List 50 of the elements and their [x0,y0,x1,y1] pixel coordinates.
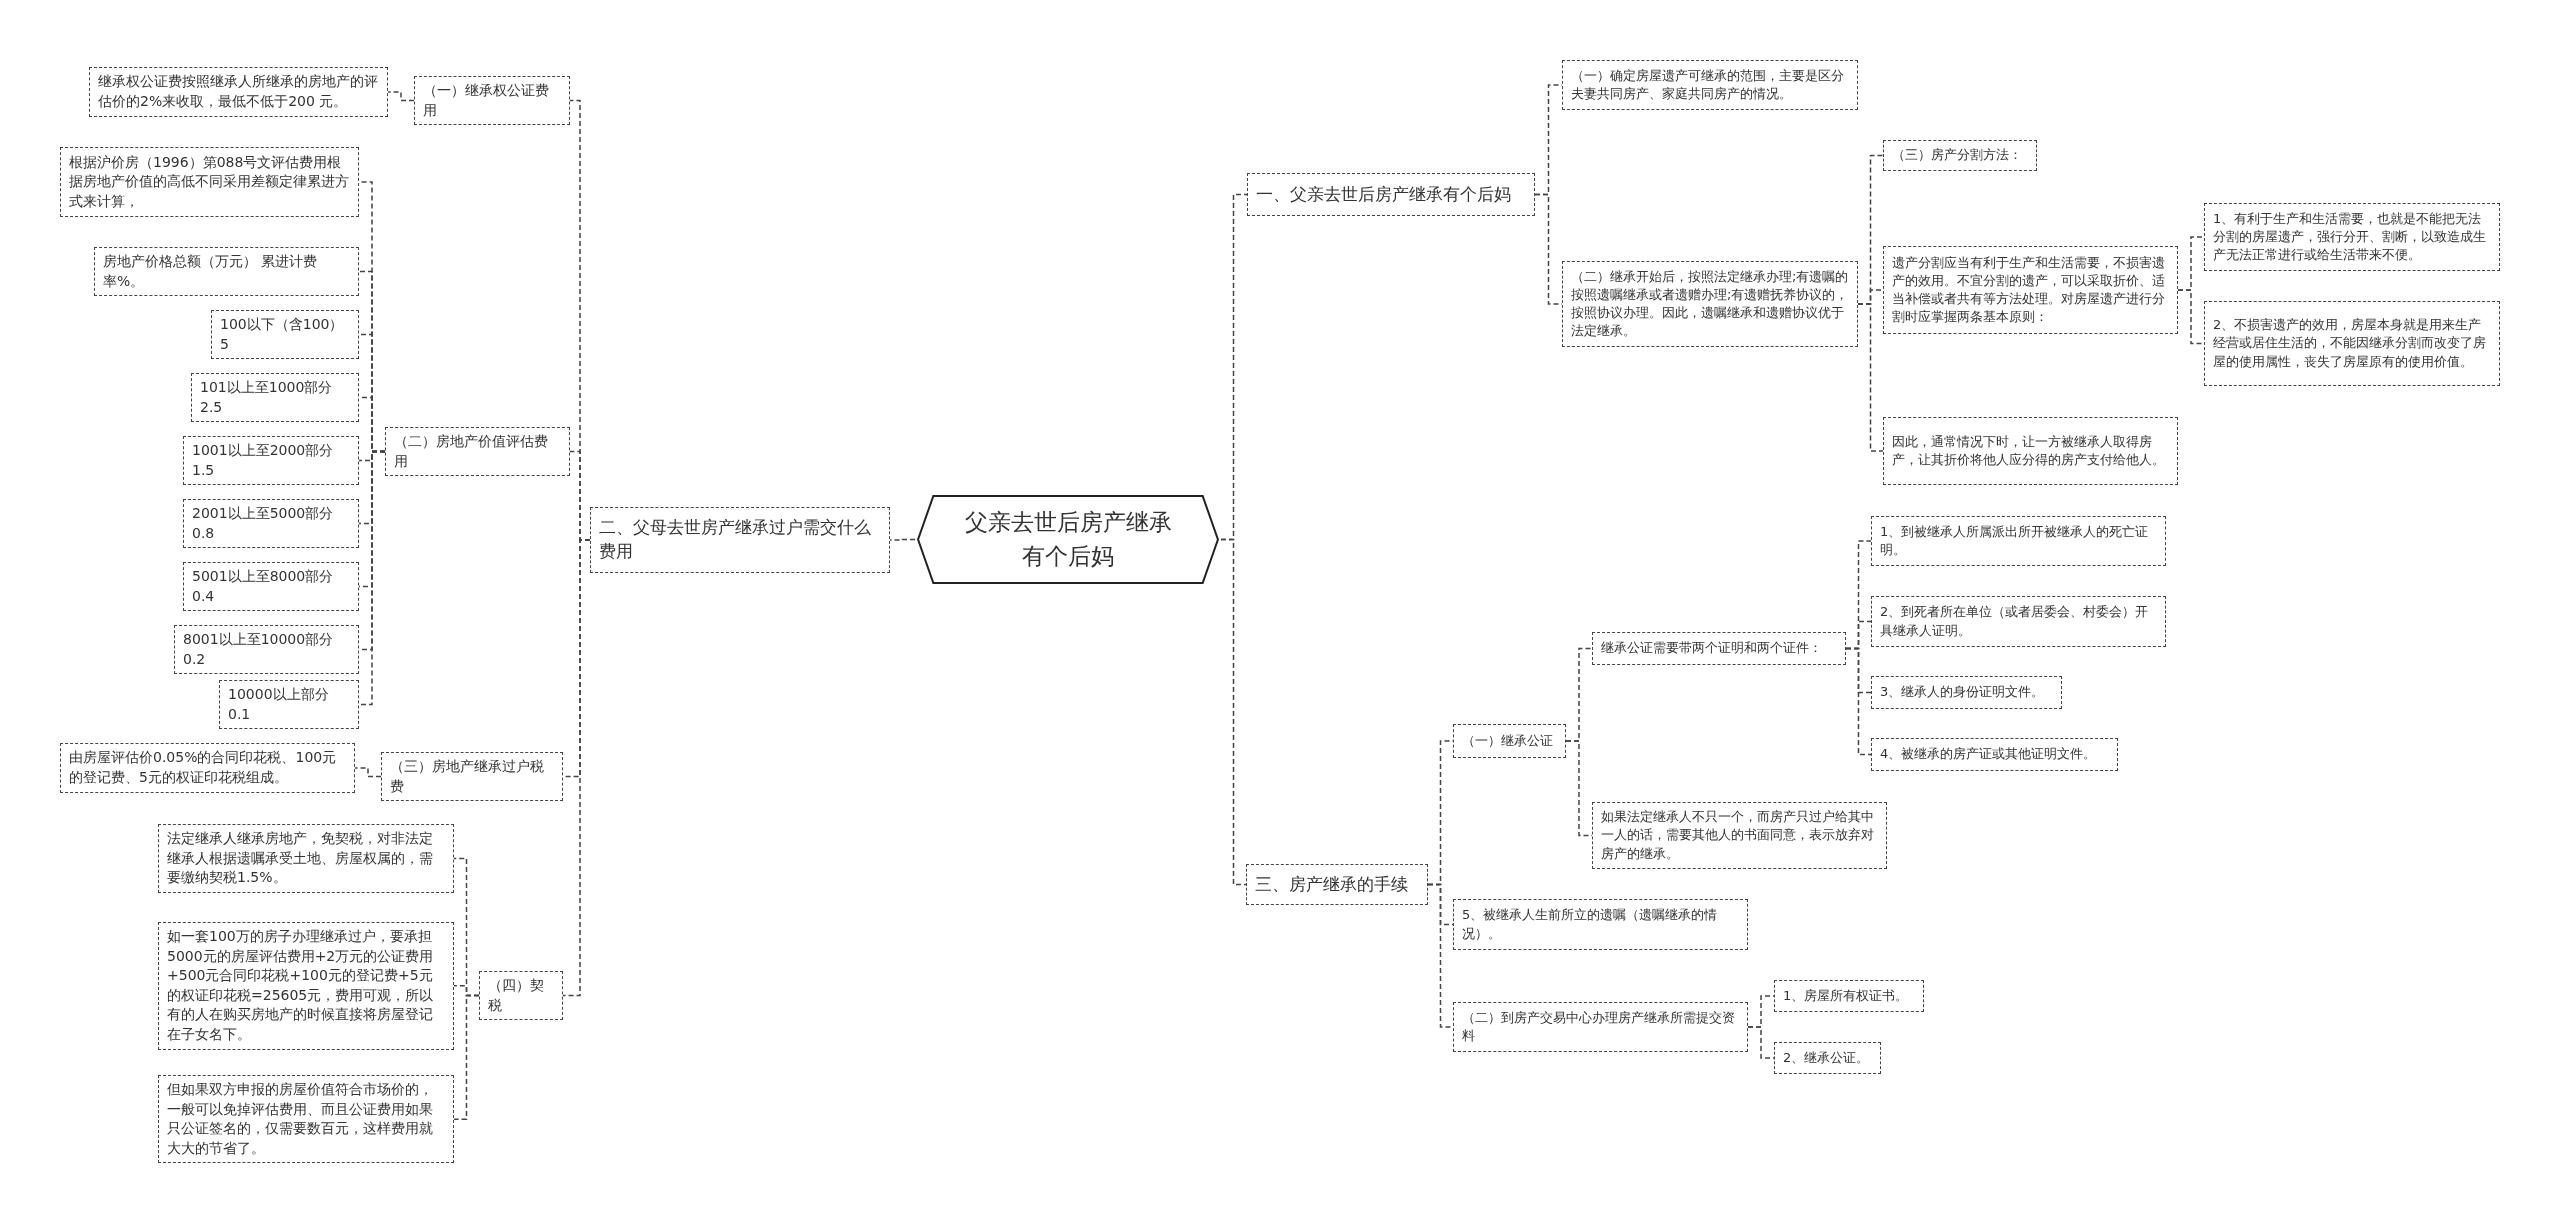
topic-box: 如一套100万的房子办理继承过户，要承担5000元的房屋评估费用+2万元的公证费用+500元合同印花税+100元的登记费+5元的权证印花税=25605元，费用可观，所以有的人在购买房地产的时候直接将房屋登记在子女名下。 [158,922,454,1050]
topic-box: 5、被继承人生前所立的遗嘱（遗嘱继承的情况）。 [1453,899,1748,950]
topic-box: 如果法定继承人不只一个，而房产只过户给其中一人的话，需要其他人的书面同意，表示放弃对房产的继承。 [1592,802,1887,869]
topic-box: （一）确定房屋遗产可继承的范围，主要是区分夫妻共同房产、家庭共同房产的情况。 [1562,60,1858,110]
topic-box: 2、到死者所在单位（或者居委会、村委会）开具继承人证明。 [1871,596,2166,647]
connector-line [1845,647,1872,756]
topic-box: 因此，通常情况下时，让一方被继承人取得房产，让其折价将他人应分得的房产支付给他人。 [1883,417,2178,485]
topic-box: 根据沪价房（1996）第088号文评估费用根据房地产价值的高低不同采用差额定律累进方式来计算， [60,147,359,217]
connector-line [1427,883,1454,1028]
topic-box: 由房屋评估价0.05%的合同印花税、100元的登记费、5元的权证印花税组成。 [60,743,355,793]
topic-box: （二）继承开始后，按照法定继承办理;有遗嘱的按照遗嘱继承或者遗赠办理;有遗赠抚养协议的，按照协议办理。因此，遗嘱继承和遗赠协议优于法定继承。 [1562,261,1858,347]
topic-box: 3、继承人的身份证明文件。 [1871,676,2062,709]
topic-box: 101以上至1000部分 2.5 [191,373,359,423]
connector-line [453,994,480,1120]
central-topic-hexagon: 父亲去世后房产继承有个后妈 [915,495,1221,584]
topic-box: 继承公证需要带两个证明和两个证件： [1592,632,1846,665]
topic-box: 继承权公证费按照继承人所继承的房地产的评估价的2%来收取，最低不低于200 元。 [89,67,388,117]
topic-box: （三）房产分割方法： [1883,140,2037,171]
topic-box: 2、继承公证。 [1774,1042,1881,1074]
connector-line [889,538,916,541]
topic-box: 2001以上至5000部分 0.8 [183,499,359,549]
topic-box: （一）继承权公证费用 [414,76,570,126]
topic-box: 4、被继承的房产证或其他证明文件。 [1871,738,2118,771]
topic-box: 遗产分割应当有利于生产和生活需要，不损害遗产的效用。不宜分割的遗产，可以采取折价、适当补偿或者共有等方法处理。对房屋遗产进行分割时应掌握两条基本原则： [1883,246,2178,334]
connector-line [2177,289,2205,345]
topic-box: 1、到被继承人所属派出所开被继承人的死亡证明。 [1871,516,2166,566]
topic-box: 8001以上至10000部分 0.2 [174,625,359,675]
branch-topic-box: 三、房产继承的手续 [1246,864,1428,905]
topic-box: 100以下（含100） 5 [211,310,359,360]
topic-box: 1001以上至2000部分 1.5 [183,436,359,486]
topic-box: （四）契税 [479,971,563,1021]
connector-line [387,91,415,102]
topic-box: 1、有利于生产和生活需要，也就是不能把无法分割的房屋遗产，强行分开、割断，以致造成生产无法正常进行或给生活带来不便。 [2204,203,2500,271]
topic-box: （二）房地产价值评估费用 [385,427,570,477]
topic-box: （一）继承公证 [1453,724,1566,758]
topic-box: 2、不损害遗产的效用，房屋本身就是用来生产经营或居住生活的，不能因继承分割而改变了房屋的使用属性，丧失了房屋原有的使用价值。 [2204,301,2500,386]
topic-box: （二）到房产交易中心办理房产继承所需提交资料 [1453,1002,1748,1052]
connector-line [358,450,386,706]
topic-box: （三）房地产继承过户税费 [381,752,563,802]
connector-line [354,767,382,778]
topic-box: 法定继承人继承房地产，免契税，对非法定继承人根据遗嘱承受土地、房屋权属的，需要缴纳契税1.5%。 [158,824,454,893]
connector-line [1857,303,1884,452]
branch-topic-box: 二、父母去世房产继承过户需交什么费用 [590,507,890,573]
topic-box: 5001以上至8000部分 0.4 [183,562,359,612]
topic-box: 10000以上部分 0.1 [219,680,359,730]
branch-topic-box: 一、父亲去世后房产继承有个后妈 [1247,173,1535,216]
connector-line [1220,538,1247,886]
topic-box: 房地产价格总额（万元） 累进计费率%。 [94,247,359,297]
topic-box: 但如果双方申报的房屋价值符合市场价的，一般可以免掉评估费用、而且公证费用如果只公证签名的，仅需要数百元，这样费用就大大的节省了。 [158,1075,454,1164]
topic-box: 1、房屋所有权证书。 [1774,980,1924,1012]
